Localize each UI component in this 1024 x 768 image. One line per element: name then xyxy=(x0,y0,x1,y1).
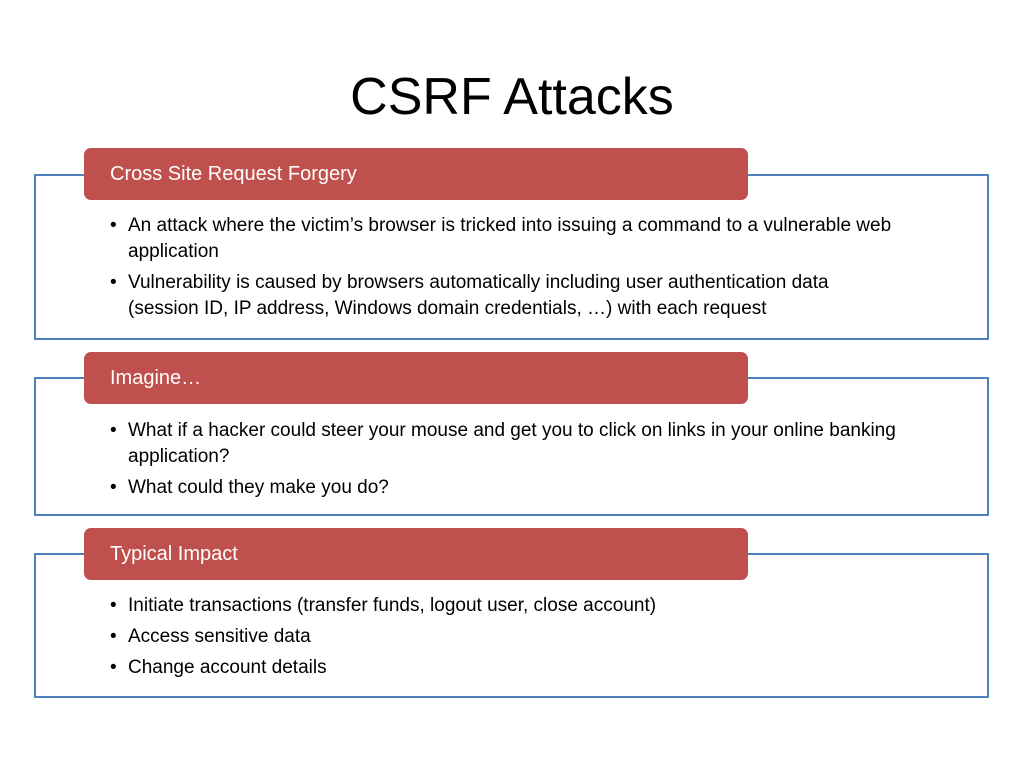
bullet-text: What could they make you do? xyxy=(128,477,389,498)
bullet-dot-icon: • xyxy=(110,420,117,441)
bullet-item: • What if a hacker could steer your mous… xyxy=(110,418,900,470)
section-box-csrf xyxy=(34,174,989,340)
bullet-item: • An attack where the victim’s browser i… xyxy=(110,213,900,265)
bullet-item: • Access sensitive data xyxy=(110,624,900,650)
bullet-dot-icon: • xyxy=(110,215,117,236)
section-header-impact: Typical Impact xyxy=(84,528,748,580)
bullet-item: • What could they make you do? xyxy=(110,475,900,501)
bullet-text: Vulnerability is caused by browsers auto… xyxy=(128,272,829,319)
section-bullets-csrf: • An attack where the victim’s browser i… xyxy=(110,213,900,327)
section-bullets-impact: • Initiate transactions (transfer funds,… xyxy=(110,593,900,686)
bullet-dot-icon: • xyxy=(110,657,117,678)
bullet-item: • Vulnerability is caused by browsers au… xyxy=(110,270,900,322)
bullet-dot-icon: • xyxy=(110,626,117,647)
bullet-text: Initiate transactions (transfer funds, l… xyxy=(128,595,657,616)
bullet-item: • Change account details xyxy=(110,655,900,681)
bullet-dot-icon: • xyxy=(110,595,117,616)
bullet-dot-icon: • xyxy=(110,272,117,293)
bullet-text: Change account details xyxy=(128,657,327,678)
bullet-text: Access sensitive data xyxy=(128,626,311,647)
slide-title: CSRF Attacks xyxy=(350,68,674,126)
bullet-dot-icon: • xyxy=(110,477,117,498)
section-header-imagine: Imagine… xyxy=(84,352,748,404)
section-bullets-imagine: • What if a hacker could steer your mous… xyxy=(110,418,900,506)
section-header-csrf: Cross Site Request Forgery xyxy=(84,148,748,200)
bullet-text: An attack where the victim’s browser is … xyxy=(128,215,892,262)
bullet-text: What if a hacker could steer your mouse … xyxy=(128,420,896,467)
bullet-item: • Initiate transactions (transfer funds,… xyxy=(110,593,900,619)
